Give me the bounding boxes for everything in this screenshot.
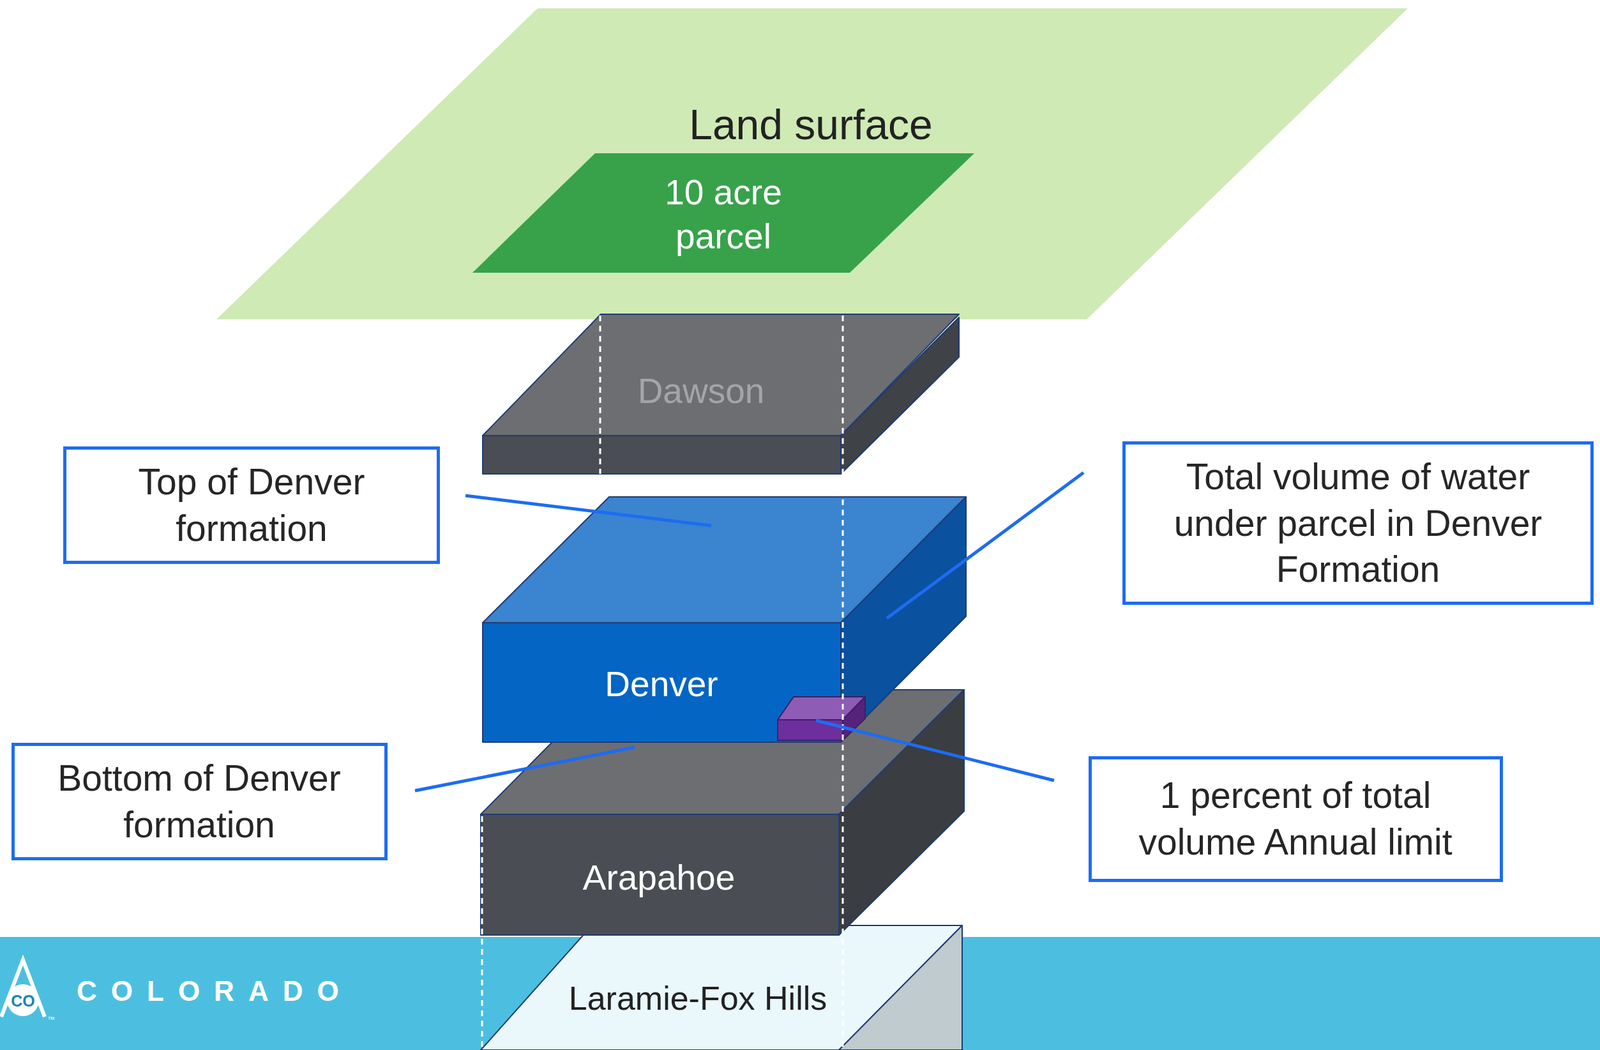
leader-line: [815, 720, 1055, 781]
shape-face: [216, 8, 1408, 320]
laramie-fox-hills-formation: Laramie-Fox Hills: [479, 923, 964, 1050]
leader-line: [886, 472, 1084, 619]
parcel: 10 acre parcel: [472, 153, 975, 273]
logo-circle: [7, 983, 39, 1016]
logo-mountain: [1, 959, 45, 1017]
shape-outline: [481, 495, 968, 744]
callout-text: 1 percent of total volume Annual limit: [1104, 771, 1487, 866]
callout-text: Top of Denver formation: [79, 458, 424, 552]
denver-formation: Denver: [481, 495, 968, 744]
shape-face: [840, 317, 959, 474]
parcel-boundary-lines: [482, 315, 843, 1050]
land-surface: Land surface 10 acre parcel: [216, 8, 1408, 320]
shape-face: [480, 814, 839, 935]
callout-text: Bottom of Denver formation: [27, 754, 372, 848]
dashed-line: [842, 315, 845, 1050]
shape-face: [482, 435, 841, 474]
callout-box: Top of Denver formation: [63, 446, 440, 564]
layer-label: Arapahoe: [582, 855, 736, 900]
shape-face: [838, 689, 965, 935]
layer-label: Dawson: [637, 369, 765, 414]
shape-face: [838, 925, 963, 1050]
callout-box: Total volume of water under parcel in De…: [1122, 441, 1594, 606]
shape-face: [472, 153, 975, 273]
logo-text: CO: [10, 991, 36, 1011]
layer-label: Land surface: [688, 98, 933, 152]
layer-label: Denver: [604, 662, 718, 707]
shape-face: [777, 719, 843, 740]
dashed-line: [481, 815, 484, 1050]
callout-box: 1 percent of total volume Annual limit: [1088, 755, 1503, 882]
shape-face: [480, 925, 963, 1050]
dashed-line: [599, 315, 602, 474]
leader-line: [465, 495, 712, 526]
dawson-formation: Dawson: [481, 312, 961, 476]
leader-lines: [415, 472, 1084, 791]
callout-text: Total volume of water under parcel in De…: [1138, 453, 1578, 594]
layer-label: 10 acre parcel: [640, 170, 807, 259]
leader-line: [415, 747, 635, 791]
brand-wordmark: COLORADO: [76, 974, 354, 1007]
trademark-mark: ™: [47, 1014, 55, 1024]
layer-label: Laramie-Fox Hills: [560, 977, 836, 1019]
callout-box: Bottom of Denver formation: [11, 742, 388, 861]
